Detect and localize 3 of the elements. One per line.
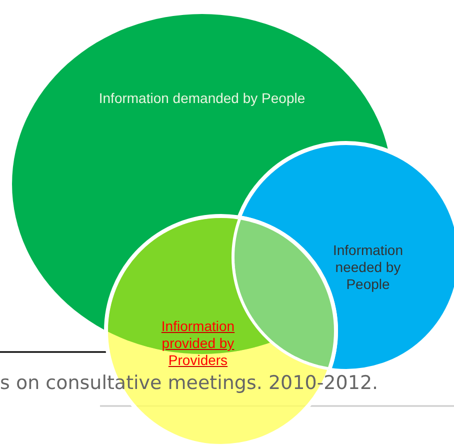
set-label: Information demanded by People <box>98 90 306 107</box>
set-label: Information needed by People <box>332 242 404 293</box>
set-label: Infiormation provided by Providers <box>160 318 236 369</box>
